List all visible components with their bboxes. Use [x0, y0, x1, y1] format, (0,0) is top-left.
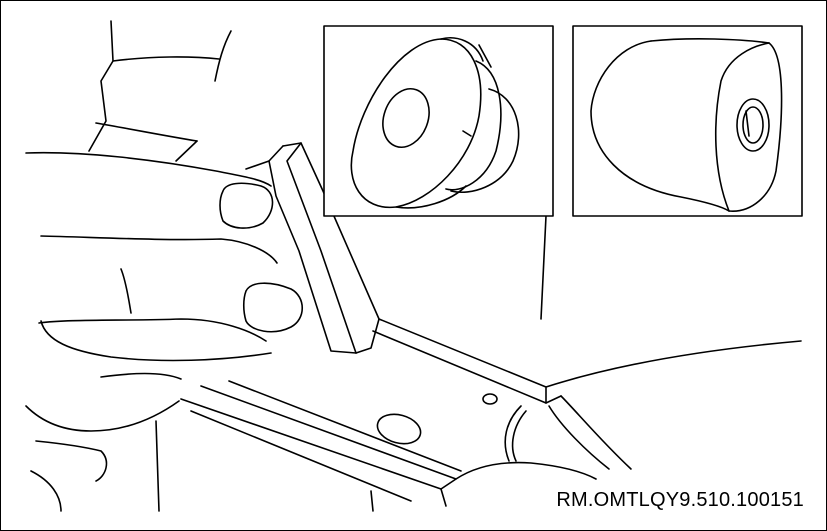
body-rails [180, 318, 802, 512]
leader-line [540, 215, 547, 320]
inset-grommet [323, 25, 554, 217]
trim-panel [245, 142, 380, 354]
forearm-sleeve [88, 20, 232, 162]
inset-cap [572, 25, 803, 217]
hand [25, 151, 304, 512]
reference-code: RM.OMTLQY9.510.100151 [556, 489, 804, 511]
